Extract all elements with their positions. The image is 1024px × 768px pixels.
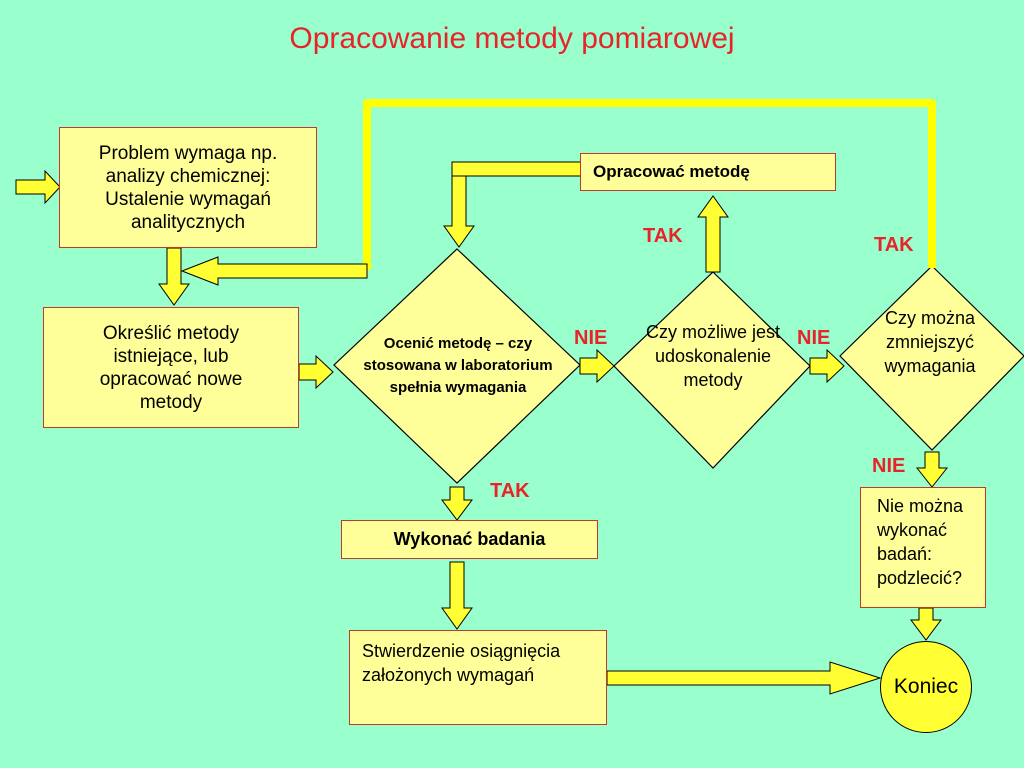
bracket-top	[451, 161, 583, 177]
label-tak-opracowac: TAK	[643, 225, 683, 247]
loop-line	[363, 99, 936, 270]
arrow-tak-up	[697, 195, 729, 273]
arrow-okreslic-right	[298, 354, 334, 390]
arrow-start	[15, 169, 61, 205]
arrow-koniec-down	[910, 607, 942, 641]
arrow-nie-1	[579, 348, 615, 384]
arrow-bracket-down	[443, 175, 475, 248]
diamond-czy-mozna	[839, 265, 1024, 451]
nie-mozna-text: Nie można wykonać badań: podzlecić?	[877, 496, 964, 588]
okreslic-text: Określić metody istniejące, lub opracowa…	[99, 322, 243, 413]
box-wykonac: Wykonać badania	[341, 520, 598, 559]
arrow-wykonac-down	[441, 561, 473, 630]
arrow-nie-2	[809, 348, 845, 384]
arrow-problem-down	[158, 247, 190, 306]
czy-mozliwe-text: Czy możliwe jest udoskonalenie metody	[645, 322, 781, 390]
diamond-czy-mozliwe	[613, 271, 811, 469]
czy-mozna-text: Czy można zmniejszyć wymagania	[884, 308, 976, 376]
label-tak-loop: TAK	[874, 234, 914, 256]
koniec-circle: Koniec	[880, 641, 972, 733]
box-okreslic: Określić metody istniejące, lub opracowa…	[43, 307, 299, 428]
stwierdzenie-text: Stwierdzenie osiągnięcia założonych wyma…	[362, 641, 561, 685]
opracowac-text: Opracować metodę	[593, 162, 750, 181]
problem-text: Problem wymaga np. analizy chemicznej: U…	[98, 142, 278, 233]
wykonac-text: Wykonać badania	[393, 529, 546, 549]
arrow-tak-down	[441, 486, 473, 521]
page-title: Opracowanie metody pomiarowej	[289, 22, 735, 55]
box-opracowac: Opracować metodę	[580, 153, 836, 191]
label-nie-2: NIE	[797, 327, 831, 349]
koniec-text: Koniec	[893, 675, 959, 698]
ocenic-text: Ocenić metodę – czy stosowana w laborato…	[363, 335, 553, 396]
label-tak-wykonac: TAK	[490, 480, 530, 502]
diamond-ocenic	[333, 248, 581, 484]
label-nie-1: NIE	[574, 327, 608, 349]
arrow-to-koniec	[606, 661, 882, 695]
arrow-loop-in	[180, 256, 368, 286]
label-nie-3: NIE	[872, 455, 906, 477]
box-nie-mozna: Nie można wykonać badań: podzlecić?	[860, 487, 986, 608]
box-stwierdzenie: Stwierdzenie osiągnięcia założonych wyma…	[349, 630, 607, 725]
box-problem: Problem wymaga np. analizy chemicznej: U…	[59, 127, 317, 248]
arrow-nie-3	[915, 451, 949, 488]
